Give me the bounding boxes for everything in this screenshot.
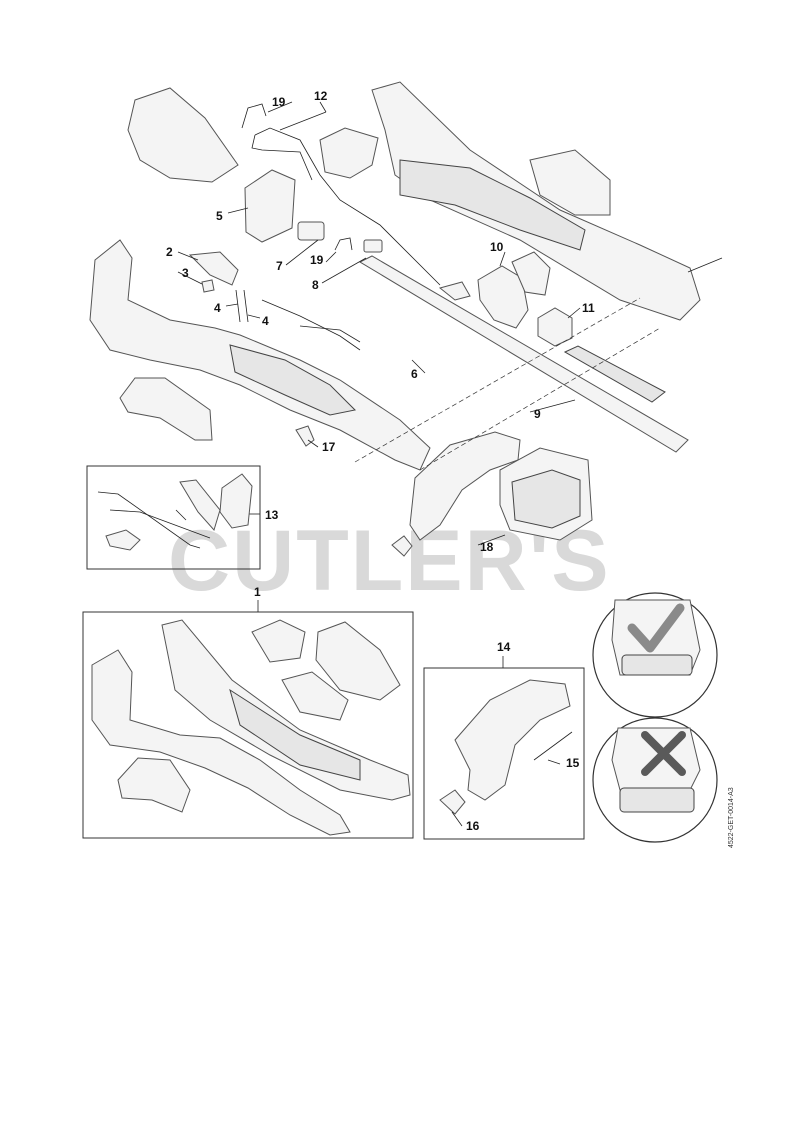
callout-19-mid: 19 — [310, 253, 324, 267]
callout-13: 13 — [265, 508, 279, 522]
callout-12: 12 — [314, 89, 328, 103]
drive-shaft-tube — [358, 255, 689, 453]
throttle-rod — [261, 299, 361, 351]
cover-assembly — [315, 621, 401, 701]
loop-handle-assembly — [454, 679, 571, 801]
callout-17: 17 — [322, 440, 336, 454]
upper-exploded-view — [89, 81, 723, 557]
inset-box-14 — [423, 667, 585, 840]
document-code: 4522-GET-0014-A3 — [728, 787, 735, 848]
switch-part-3 — [201, 279, 215, 293]
star-knob — [391, 535, 413, 557]
check-mark-icon — [627, 603, 685, 653]
loop-handle — [409, 431, 521, 541]
lock-rod — [299, 325, 361, 343]
callout-15: 15 — [566, 756, 580, 770]
plug-cap — [363, 239, 383, 253]
cable-tie-mid — [334, 237, 353, 251]
shaft-sleeve — [563, 345, 666, 403]
deflector-guard-inner — [511, 469, 581, 529]
control-module — [244, 169, 296, 243]
catch-13 — [105, 529, 141, 551]
callout-4-right: 4 — [262, 314, 269, 328]
cover-top-left — [127, 87, 239, 183]
callout-18: 18 — [480, 540, 494, 554]
inset-box-1 — [82, 611, 414, 839]
callout-7: 7 — [276, 259, 283, 273]
inset-box-13 — [86, 465, 261, 570]
cross-mark-icon — [641, 731, 686, 776]
grip-lower-left — [119, 377, 213, 441]
bracket-13 — [179, 479, 221, 532]
cable-tie-top — [241, 103, 267, 129]
screw-17 — [295, 425, 315, 447]
knob-16 — [439, 789, 466, 815]
detail-correct — [592, 592, 718, 718]
callout-5: 5 — [216, 209, 223, 223]
trigger-lever — [438, 281, 471, 301]
wire-harness-loop — [251, 134, 313, 181]
housing-assembly-left — [91, 649, 351, 836]
callout-labels: 19 12 5 2 3 4 4 7 19 8 10 11 6 9 17 13 1… — [166, 89, 595, 833]
callout-14: 14 — [497, 640, 511, 654]
callout-1: 1 — [254, 585, 261, 599]
grip-assembly-lower — [117, 757, 191, 813]
callout-3: 3 — [182, 266, 189, 280]
callout-4-left: 4 — [214, 301, 221, 315]
housing-assembly-inner — [229, 688, 361, 781]
switch-lever-2 — [188, 251, 239, 286]
link-rod-13b — [109, 509, 211, 539]
housing-lower-left-detail — [229, 344, 357, 416]
spring-4a — [235, 289, 241, 323]
throttle-housing-clip — [511, 251, 551, 296]
spring-4b — [243, 289, 249, 323]
spring-13 — [175, 509, 187, 521]
callout-6: 6 — [411, 367, 418, 381]
grip-pad-assembly — [251, 619, 306, 663]
detail-incorrect — [592, 717, 718, 843]
callout-9: 9 — [534, 407, 541, 421]
callout-16: 16 — [466, 819, 480, 833]
lever-13 — [219, 473, 253, 529]
callout-2: 2 — [166, 245, 173, 259]
callout-19-top: 19 — [272, 95, 286, 109]
housing-upper-right-inner — [399, 159, 586, 251]
grip-pad-top — [319, 127, 379, 179]
callout-10: 10 — [490, 240, 504, 254]
callout-8: 8 — [312, 278, 319, 292]
callout-11: 11 — [582, 301, 595, 315]
link-rod-13a — [97, 491, 201, 549]
throttle-housing — [477, 265, 529, 329]
locking-collar — [537, 307, 573, 347]
wire-harness — [254, 127, 441, 286]
bolt-right — [687, 257, 723, 273]
leader-lines — [177, 101, 581, 546]
bolt-15 — [533, 731, 573, 761]
plug-small — [297, 221, 325, 241]
side-cover-assembly — [281, 671, 349, 721]
side-cover-right — [529, 149, 611, 216]
